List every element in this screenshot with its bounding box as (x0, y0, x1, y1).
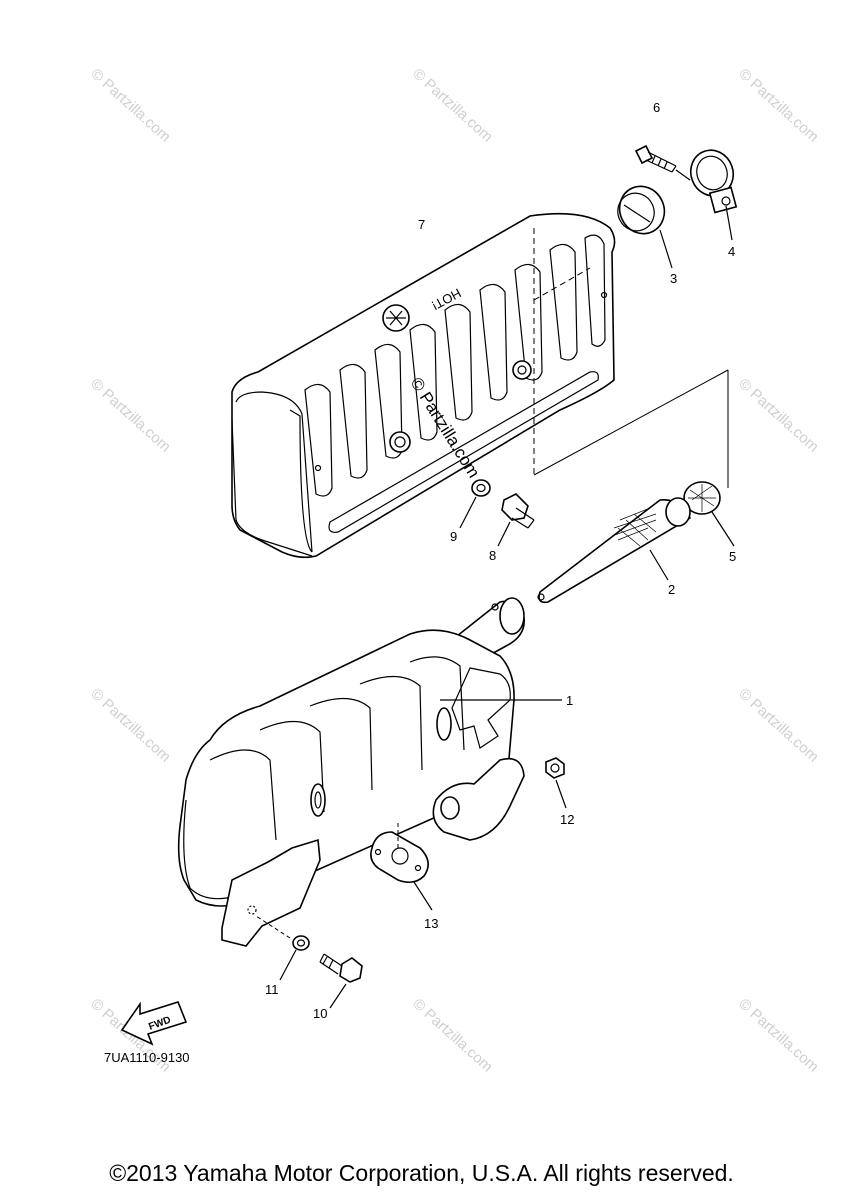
watermark: © Partzilla.com (87, 375, 173, 455)
watermark: © Partzilla.com (87, 65, 173, 145)
diagram-code: 7UA1110-9130 (104, 1050, 190, 1065)
part-number-label: 1 (566, 693, 573, 708)
part-4-clamp[interactable] (684, 144, 739, 241)
part-number-label: 10 (313, 1006, 327, 1021)
part-number-label: 8 (489, 548, 496, 563)
projection-lines (533, 228, 729, 488)
watermark: © Partzilla.com (735, 685, 821, 765)
part-8-bolt[interactable] (497, 493, 535, 547)
watermarks: © Partzilla.com © Partzilla.com © Partzi… (87, 65, 821, 1075)
part-number-labels: 1 2 3 4 5 6 7 8 9 10 11 12 13 (265, 100, 736, 1021)
watermark: © Partzilla.com (409, 65, 495, 145)
part-number-label: 3 (670, 271, 677, 286)
fwd-arrow-icon: FWD (120, 1001, 188, 1046)
part-3-sleeve[interactable] (612, 179, 673, 269)
watermark: © Partzilla.com (735, 995, 821, 1075)
part-12-nut[interactable] (545, 757, 567, 809)
part-number-label: 2 (668, 582, 675, 597)
part-11-washer[interactable] (255, 915, 310, 981)
copyright-notice: ©2013 Yamaha Motor Corporation, U.S.A. A… (109, 1160, 734, 1186)
watermark: © Partzilla.com (409, 995, 495, 1075)
watermark: © Partzilla.com (735, 65, 821, 145)
protector-fins (304, 234, 606, 497)
watermark: © Partzilla.com (735, 375, 821, 455)
part-number-label: 12 (560, 812, 574, 827)
part-number-label: 4 (728, 244, 735, 259)
part-1-muffler[interactable] (177, 597, 562, 947)
part-13-gasket[interactable] (370, 820, 433, 911)
part-2-spark-arrester[interactable] (537, 497, 692, 604)
part-10-bolt[interactable] (319, 953, 363, 1009)
part-number-label: 7 (418, 217, 425, 232)
part-number-label: 9 (450, 529, 457, 544)
part-6-bolt[interactable] (634, 144, 691, 181)
part-number-label: 11 (265, 982, 279, 997)
part-5-screen[interactable] (683, 481, 735, 547)
watermark: © Partzilla.com (87, 685, 173, 765)
part-7-protector[interactable]: HOT! (231, 212, 616, 559)
part-number-label: 5 (729, 549, 736, 564)
part-number-label: 13 (424, 916, 438, 931)
part-number-label: 6 (653, 100, 660, 115)
part-9-washer[interactable] (459, 479, 491, 529)
